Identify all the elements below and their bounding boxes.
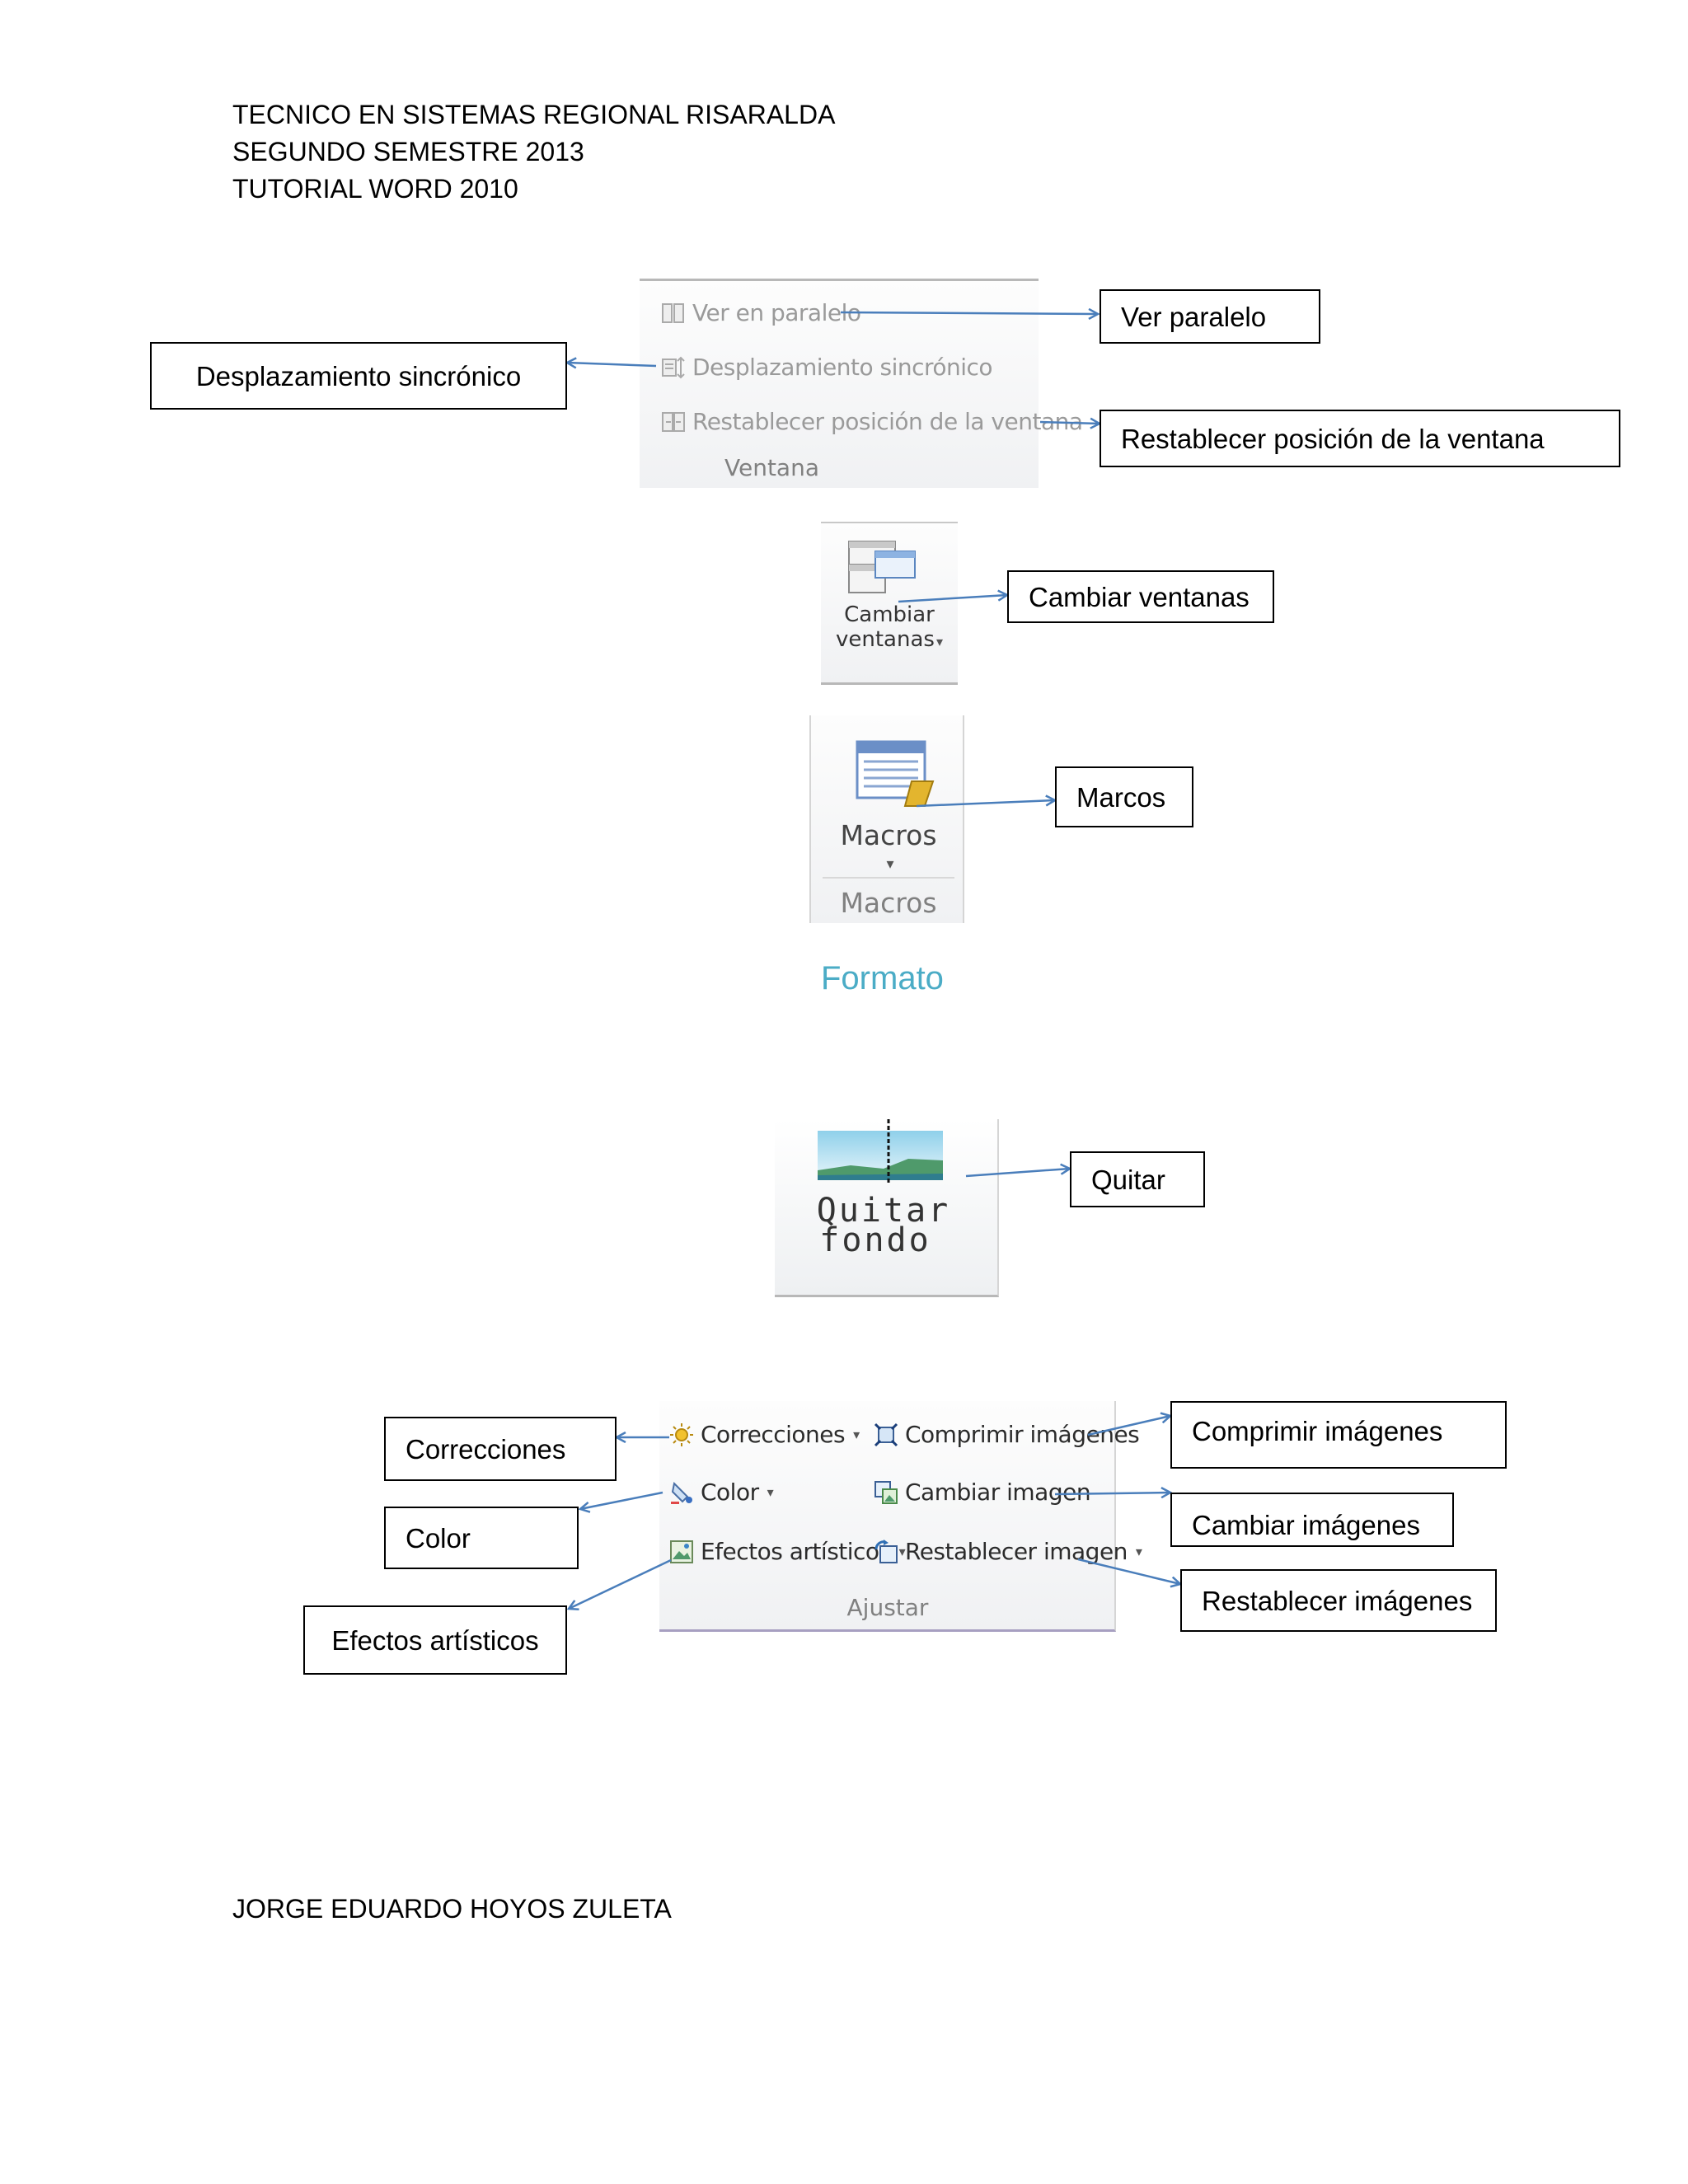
chevron-down-icon[interactable]: ▾ (935, 634, 943, 649)
color-icon (669, 1480, 694, 1505)
reset-window-icon (661, 410, 686, 434)
color-item[interactable]: Color ▾ (669, 1479, 774, 1506)
correcciones-item[interactable]: Correcciones ▾ (669, 1421, 860, 1448)
callout-marcos: Marcos (1055, 766, 1193, 827)
header-line-3: TUTORIAL WORD 2010 (232, 174, 518, 204)
efectos-artisticos-label: Efectos artísticos (701, 1538, 891, 1565)
restablecer-posicion-item[interactable]: Restablecer posición de la ventana (661, 408, 1083, 435)
callout-efectos: Efectos artísticos (303, 1605, 567, 1675)
reset-picture-icon (874, 1539, 898, 1564)
arrow-desplazamiento (567, 363, 657, 366)
window-side-by-side-icon (661, 301, 686, 326)
cambiar-imagen-item[interactable]: Cambiar imagen (874, 1479, 1091, 1506)
cambiar-ventanas-panel: Cambiar ventanas▾ (821, 522, 958, 685)
efectos-caret-icon[interactable]: ▾ (898, 1544, 906, 1559)
arrow-color (580, 1491, 663, 1509)
correcciones-label: Correcciones (701, 1421, 846, 1448)
ver-en-paralelo-label: Ver en paralelo (692, 299, 861, 326)
arrow-quitar (965, 1169, 1070, 1178)
remove-background-icon (818, 1119, 950, 1189)
callout-color: Color (384, 1507, 579, 1569)
callout-restablecer-imagenes: Restablecer imágenes (1180, 1569, 1497, 1632)
comprimir-imagenes-label: Comprimir imágenes (905, 1421, 1140, 1448)
arrow-cambiar-imagenes (1054, 1493, 1170, 1494)
macros-divider (823, 877, 954, 879)
ver-en-paralelo-item[interactable]: Ver en paralelo (661, 299, 861, 326)
color-label: Color (701, 1479, 759, 1506)
efectos-artisticos-item[interactable]: Efectos artísticos ▾ (669, 1538, 906, 1565)
header-line-1: TECNICO EN SISTEMAS REGIONAL RISARALDA (232, 100, 836, 129)
ajustar-group-panel: Correcciones ▾ Color ▾ Efectos artísticos ▾… (659, 1401, 1142, 1632)
arrow-marcos (916, 800, 1055, 808)
quitar-fondo-label-2[interactable]: fondo (819, 1221, 931, 1259)
arrow-cambiar-ventanas (898, 595, 1007, 603)
cambiar-ventanas-label-1: Cambiar (844, 602, 935, 627)
cambiar-ventanas-label-2-text: ventanas (836, 627, 935, 652)
cambiar-ventanas-label-2: ventanas▾ (821, 627, 958, 652)
switch-windows-icon (847, 540, 918, 598)
ajustar-group-label: Ajustar (846, 1594, 929, 1621)
arrow-restablecer-posicion (1039, 422, 1100, 424)
arrow-comprimir (1087, 1416, 1170, 1436)
section-title: Formato (821, 960, 944, 996)
restablecer-imagen-item[interactable]: Restablecer imagen▾ (874, 1538, 1142, 1565)
macros-group-panel: Macros ▾ Macros (809, 715, 964, 923)
callout-desplazamiento: Desplazamiento sincrónico (150, 342, 567, 410)
ventana-group-label: Ventana (724, 454, 819, 481)
callout-quitar: Quitar (1070, 1151, 1205, 1207)
callout-cambiar-ventanas: Cambiar ventanas (1007, 570, 1274, 623)
footer-author: JORGE EDUARDO HOYOS ZULETA (232, 1894, 672, 1924)
callout-ver-paralelo: Ver paralelo (1100, 289, 1320, 344)
header-line-2: SEGUNDO SEMESTRE 2013 (232, 137, 584, 166)
callout-cambiar-imagenes: Cambiar imágenes (1170, 1493, 1454, 1547)
desplazamiento-sincronico-item[interactable]: Desplazamiento sincrónico (661, 354, 993, 381)
correcciones-caret-icon[interactable]: ▾ (853, 1427, 860, 1442)
artistic-effects-icon (669, 1540, 694, 1564)
callout-correcciones: Correcciones (384, 1417, 617, 1481)
macros-caret-icon[interactable]: ▾ (886, 855, 894, 872)
arrow-efectos (569, 1558, 672, 1609)
macros-group-label: Macros (840, 887, 937, 919)
desplazamiento-sincronico-label: Desplazamiento sincrónico (692, 354, 993, 381)
callout-comprimir: Comprimir imágenes (1170, 1401, 1507, 1469)
arrow-restablecer-imagenes (1077, 1558, 1180, 1584)
restablecer-imagen-label: Restablecer imagen (905, 1538, 1128, 1565)
color-caret-icon[interactable]: ▾ (767, 1484, 774, 1500)
callout-restablecer-posicion: Restablecer posición de la ventana (1100, 410, 1620, 467)
arrow-ver-paralelo (840, 312, 1098, 314)
comprimir-imagenes-item[interactable]: Comprimir imágenes (874, 1421, 1140, 1448)
quitar-fondo-panel: Quitar fondo (775, 1119, 999, 1297)
change-picture-icon (874, 1480, 898, 1505)
restablecer-posicion-label: Restablecer posición de la ventana (692, 408, 1083, 435)
sync-scroll-icon (661, 355, 686, 380)
corrections-icon (669, 1422, 694, 1447)
macros-button-label[interactable]: Macros (840, 819, 937, 851)
cambiar-imagen-label: Cambiar imagen (905, 1479, 1091, 1506)
quitar-fondo-label-1[interactable]: Quitar (816, 1192, 951, 1230)
compress-pictures-icon (874, 1422, 898, 1447)
restablecer-caret-icon[interactable]: ▾ (1135, 1544, 1142, 1559)
